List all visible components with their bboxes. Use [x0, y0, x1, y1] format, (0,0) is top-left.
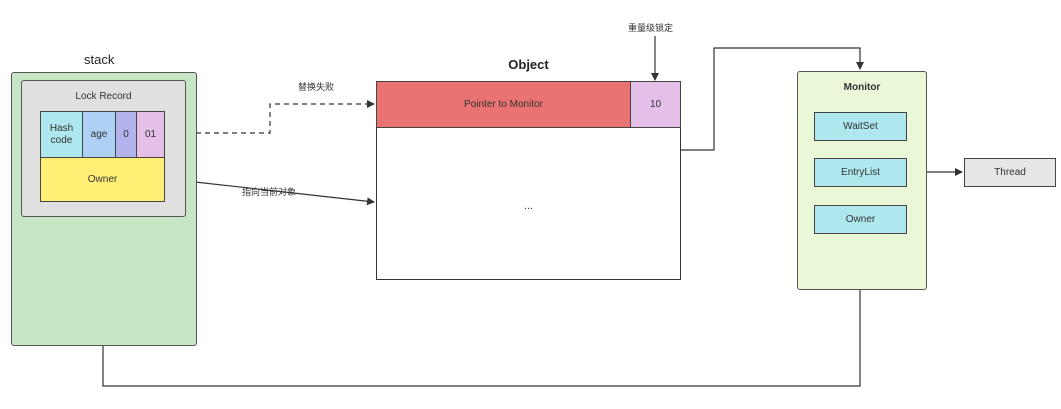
lock-flag-cell: 01	[136, 111, 165, 158]
object-ellipsis: ...	[523, 200, 534, 212]
lock-record-title: Lock Record	[75, 91, 132, 102]
monitor-waitset: WaitSet	[814, 112, 907, 141]
monitor-title: Monitor	[843, 82, 881, 93]
age-cell: age	[82, 111, 116, 158]
points-to-object-label: 指向当前对象	[242, 187, 297, 197]
object-title: Object	[508, 57, 549, 72]
stack-title: stack	[84, 52, 115, 67]
cas-failed-dashed-arrow	[187, 100, 375, 134]
thread-box: Thread	[964, 158, 1056, 187]
monitor-entrylist: EntryList	[814, 158, 907, 187]
monitor-owner: Owner	[814, 205, 907, 234]
cas-failed-label: 替换失败	[298, 82, 335, 92]
hash-code-cell: Hash code	[40, 111, 83, 158]
lock-flag-field: 10	[630, 81, 681, 128]
bias-bit-cell: 0	[115, 111, 137, 158]
owner-to-object-arrow	[185, 180, 375, 206]
lock-record-owner: Owner	[40, 157, 165, 202]
pointer-to-monitor-field: Pointer to Monitor	[376, 81, 631, 128]
heavyweight-lock-label: 重量级锁定	[628, 23, 674, 33]
